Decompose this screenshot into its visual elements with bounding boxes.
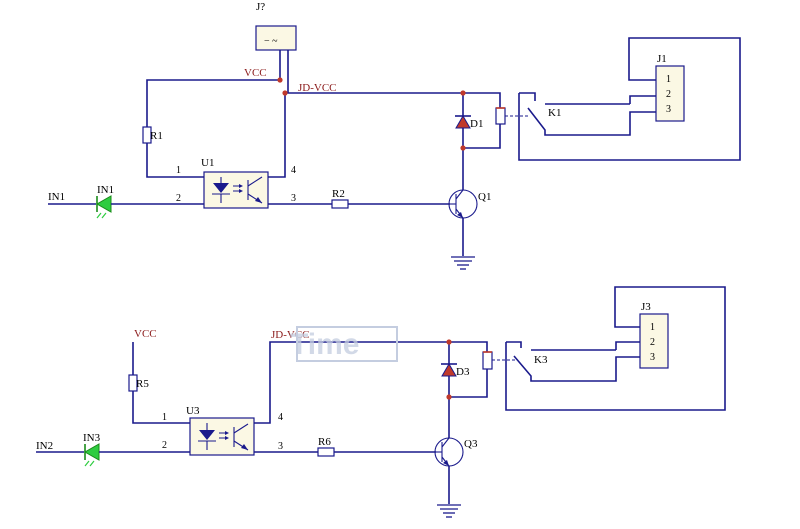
u3-pin3-label: 3 <box>278 441 283 452</box>
ground-symbol-bottom <box>437 504 461 518</box>
u1-pin2-label: 2 <box>176 193 181 204</box>
vcc-net-label: VCC <box>244 67 267 79</box>
junction-top-3 <box>282 90 288 96</box>
watermark-text: Time <box>290 328 359 361</box>
transistor-q3-label: Q3 <box>464 438 478 450</box>
transistor-q3 <box>434 437 464 467</box>
relay-k3-contact-wire <box>506 341 640 382</box>
input-in2-net-label: IN2 <box>36 440 53 452</box>
u3-pin4-label: 4 <box>278 412 283 423</box>
u1-led-symbol <box>212 176 263 204</box>
resistor-r5-label: R5 <box>136 378 149 390</box>
u1-pin1-label: 1 <box>176 165 181 176</box>
u3-led-symbol <box>198 423 249 451</box>
jumper-j <box>255 25 297 51</box>
j1-pin1-label: 1 <box>666 74 671 85</box>
transistor-q1-label: Q1 <box>478 191 491 203</box>
u1-pin3-label: 3 <box>291 193 296 204</box>
j1-pin2-label: 2 <box>666 89 671 100</box>
u1-pin4-label: 4 <box>291 165 296 176</box>
diode-d3-label: D3 <box>456 366 470 378</box>
diode-d3 <box>441 363 457 377</box>
relay-k1-loop <box>518 37 741 161</box>
watermark-frame <box>296 326 398 362</box>
jumper-ref: J? <box>256 1 265 13</box>
vcc-net-label-bottom: VCC <box>134 328 157 340</box>
connector-j3-label: J3 <box>641 301 651 313</box>
r5-to-pin1-wire <box>132 391 190 424</box>
relay-k1-pin2-wire <box>629 95 656 104</box>
junction-top-1 <box>460 90 466 96</box>
junction-top-4 <box>277 77 283 83</box>
connector-j1-label: J1 <box>657 53 667 65</box>
j3-pin1-label: 1 <box>650 322 655 333</box>
led-in3-label: IN3 <box>83 432 101 444</box>
j3-pin3-label: 3 <box>650 352 655 363</box>
connector-j1 <box>655 65 685 122</box>
resistor-r6-label: R6 <box>318 436 331 448</box>
jumper-jdvcc-wire <box>287 50 501 108</box>
junction-bottom-1 <box>446 339 452 345</box>
ground-symbol-top <box>451 256 475 270</box>
relay-k1-label: K1 <box>548 107 561 119</box>
optocoupler-u3 <box>189 417 255 456</box>
r1-to-pin1-wire <box>146 143 204 178</box>
relay-k3-label: K3 <box>534 354 548 366</box>
jumper-vcc-wire <box>146 50 281 127</box>
u3-pin2-label: 2 <box>162 440 167 451</box>
relay-coil-k1 <box>495 107 506 125</box>
led-in1 <box>95 195 112 219</box>
junction-top-2 <box>460 145 466 151</box>
relay-k3-pin2-wire <box>615 341 640 350</box>
diode-d1 <box>455 115 471 129</box>
relay-k3-loop <box>505 286 726 411</box>
input-in1-net-label: IN1 <box>48 191 65 203</box>
j3-pin2-label: 2 <box>650 337 655 348</box>
u3-pin1-label: 1 <box>162 412 167 423</box>
optocoupler-u3-label: U3 <box>186 405 200 417</box>
top-circuit: − ~ J? VCC JD-VCC R1 U1 1 2 3 4 <box>48 1 741 270</box>
resistor-r2-label: R2 <box>332 188 345 200</box>
diode-d1-label: D1 <box>470 118 483 130</box>
relay-coil-k3 <box>482 351 493 370</box>
resistor-r2 <box>331 199 349 209</box>
led-in1-label: IN1 <box>97 184 114 196</box>
transistor-q1 <box>448 189 478 219</box>
junction-bottom-2 <box>446 394 452 400</box>
connector-j3 <box>639 313 669 369</box>
jdvcc-net-label: JD-VCC <box>298 82 337 94</box>
jdvcc-net-label-bottom: JD-VCC <box>271 329 310 341</box>
j1-pin3-label: 3 <box>666 104 671 115</box>
jdvcc-bottom-wire <box>254 341 488 424</box>
relay-k1-contact-wire <box>519 92 656 136</box>
resistor-r1-label: R1 <box>150 130 163 142</box>
optocoupler-u1 <box>203 171 269 209</box>
resistor-r6 <box>317 447 335 457</box>
bottom-circuit: VCC R5 JD-VCC U3 1 2 3 4 IN2 <box>36 286 726 518</box>
optocoupler-u1-label: U1 <box>201 157 214 169</box>
opto-pin4-wire <box>268 93 286 178</box>
jumper-pins: − ~ <box>264 36 278 47</box>
led-in3 <box>83 443 100 467</box>
